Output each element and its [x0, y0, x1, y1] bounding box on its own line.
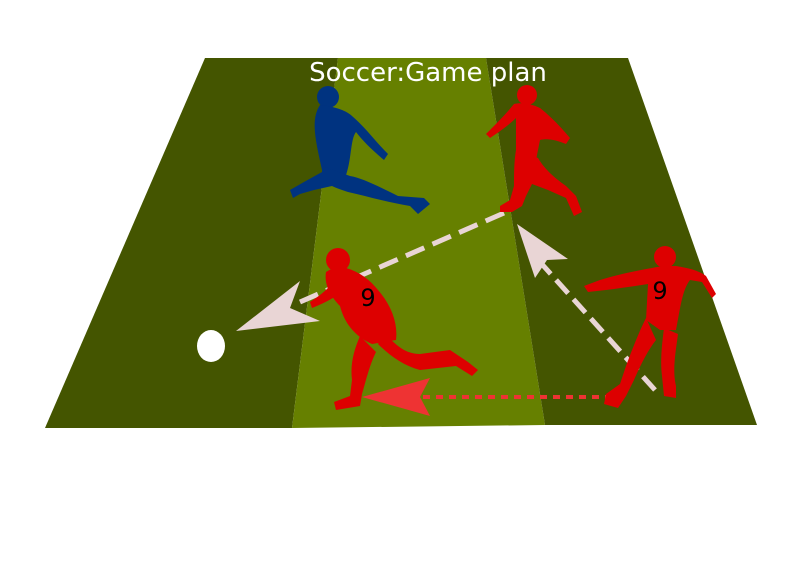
pitch-left-zone: [45, 58, 338, 428]
player-red-top: [486, 85, 582, 216]
player-red-right: [584, 246, 716, 408]
diagram-title: Soccer:Game plan: [309, 58, 547, 88]
pass-arrowhead: [517, 224, 568, 278]
run-arrow: [362, 378, 612, 416]
pitch: [45, 58, 757, 428]
jersey-number-center: 9: [360, 284, 375, 312]
pitch-right-zone: [486, 58, 757, 425]
jersey-number-right: 9: [652, 277, 667, 305]
pass-arrowhead: [236, 281, 320, 331]
ball: [197, 330, 225, 362]
player-red-center: [310, 248, 478, 410]
pitch-center-zone: [292, 58, 545, 428]
run-arrowhead: [362, 378, 430, 416]
player-blue: [290, 86, 430, 214]
